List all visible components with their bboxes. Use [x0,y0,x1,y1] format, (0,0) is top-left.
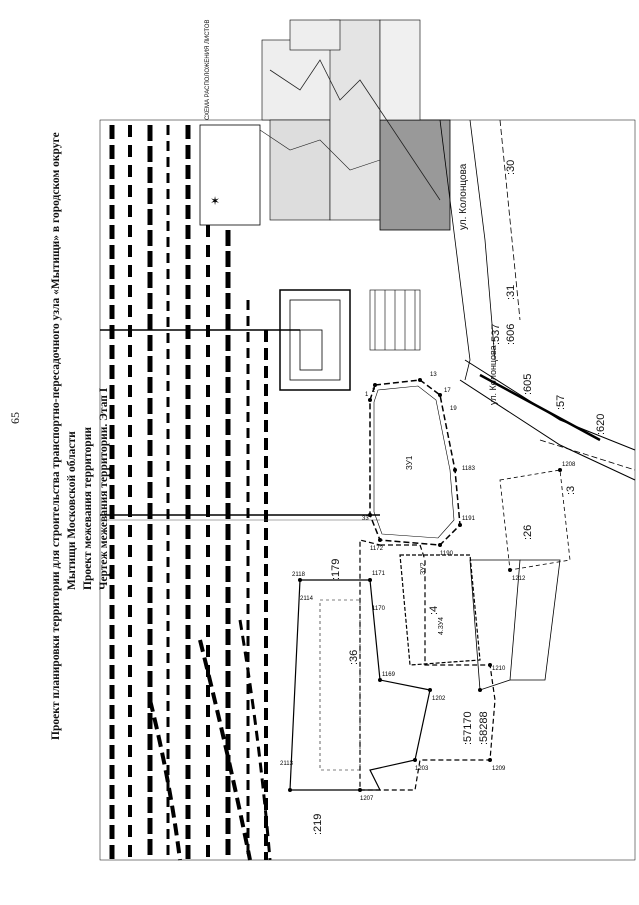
svg-text:19: 19 [450,406,457,412]
parking [369,289,421,351]
parcel-zu1 [369,379,461,546]
parcel-57: :57 [555,394,567,410]
boundary-points [288,378,562,792]
parcel-4: :4 [428,605,440,615]
inset-scheme: ✶ [199,19,451,231]
parcel-605: :605 [522,373,534,395]
svg-text:2: 2 [372,388,376,394]
street-label-upper: ул. Колонцова [458,163,469,230]
svg-text:1208: 1208 [562,462,576,468]
svg-text:2114: 2114 [300,596,314,602]
railway-tracks [109,125,272,861]
svg-text:13: 13 [430,372,437,378]
parcel-57170: :57170 [462,711,474,745]
street-kolontsova [439,119,636,481]
point-label: 1 [365,392,369,398]
parcel-zu2 [359,539,496,791]
parcel-3: :3 [565,485,577,495]
svg-text:1170: 1170 [372,606,386,612]
parcel-58288: :58288 [478,711,490,745]
svg-text:1202: 1202 [432,696,446,702]
svg-text:33: 33 [362,516,369,522]
svg-text:1203: 1203 [415,766,429,772]
parcel-179: :179 [330,558,342,580]
inset-label: СХЕМА РАСПОЛОЖЕНИЯ ЛИСТОВ [205,19,211,121]
parcel-zu1-label: ЗУ1 [405,455,414,470]
svg-text:1207: 1207 [360,796,374,802]
parcel-31: :31 [505,284,517,300]
parcel-620: :620 [595,413,607,435]
svg-text:1172: 1172 [370,546,384,552]
svg-text:17: 17 [444,388,451,394]
svg-text:1169: 1169 [382,672,396,678]
parcel-219: :219 [312,813,324,835]
svg-text:1210: 1210 [492,666,506,672]
svg-text:1171: 1171 [372,571,386,577]
svg-text:✶: ✶ [210,194,220,208]
parcel-right [469,469,571,691]
svg-text:2113: 2113 [280,761,294,767]
svg-text:1190: 1190 [440,551,454,557]
parcel-zu3-label: 4.3У4 [438,616,445,635]
svg-text:1183: 1183 [462,466,476,472]
parcel-30: :30 [505,159,517,175]
station-building [279,289,351,391]
svg-text:1191: 1191 [462,516,476,522]
svg-text:1209: 1209 [492,766,506,772]
street-label-lower: ул. Колонцова [488,345,498,405]
parcel-36 [289,579,431,791]
parcel-zu2-label: ЗУ2 [420,562,427,576]
parcel-36: :36 [348,649,360,665]
parcel-26: :26 [522,524,534,540]
parcel-606: :606 [505,323,517,345]
svg-text:2118: 2118 [292,572,306,578]
parcel-537: :537 [490,323,502,345]
svg-text:1212: 1212 [512,576,526,582]
